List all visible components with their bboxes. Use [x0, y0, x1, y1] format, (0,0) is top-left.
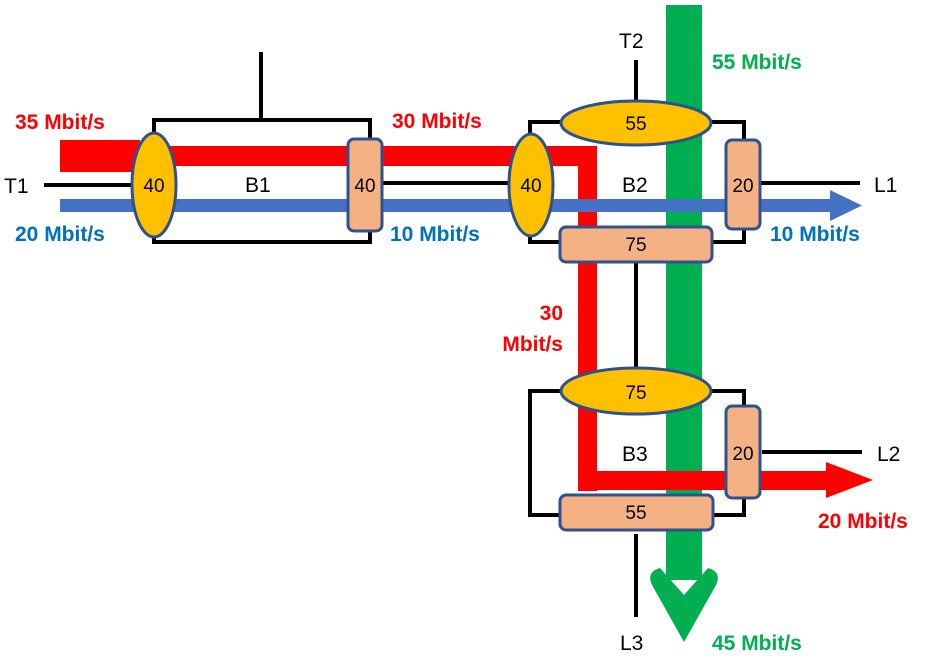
bridge-b2-label: B2 [622, 174, 648, 197]
node-b2-bottom[interactable] [558, 225, 714, 264]
flow-labels: 35 Mbit/s 30 Mbit/s 30 Mbit/s 20 Mbit/s … [15, 51, 908, 655]
node-b3-right-value: 20 [732, 444, 753, 465]
node-b3-top[interactable] [559, 366, 713, 416]
blue-out-rate: 10 Mbit/s [770, 223, 860, 246]
node-b3-right[interactable] [724, 404, 762, 500]
red-flow-inlet [60, 140, 140, 172]
red-down-rate-2: Mbit/s [502, 333, 563, 356]
node-b1-left-value: 40 [143, 176, 164, 197]
red-flow-down [578, 146, 597, 491]
red-mid-rate: 30 Mbit/s [392, 110, 482, 133]
node-b2-top-value: 55 [625, 114, 646, 135]
node-b3-top-value: 75 [625, 383, 646, 404]
wires [44, 52, 862, 617]
blue-flow-bar [60, 199, 835, 212]
node-b1-right[interactable] [346, 137, 384, 233]
terminal-t1: T1 [4, 175, 29, 198]
node-labels: 40 40 40 55 20 75 75 20 55 [143, 114, 753, 524]
node-b2-left[interactable] [507, 132, 555, 238]
red-down-rate-1: 30 [540, 302, 563, 325]
node-b2-bottom-value: 75 [625, 235, 646, 256]
terminal-t2: T2 [619, 30, 644, 53]
node-b3-bottom-value: 55 [625, 503, 646, 524]
green-flow-arrowhead [650, 568, 718, 642]
node-b1-left[interactable] [130, 131, 178, 239]
red-in-rate: 35 Mbit/s [15, 111, 105, 134]
blue-mid-rate: 10 Mbit/s [390, 223, 480, 246]
blue-in-rate: 20 Mbit/s [15, 223, 105, 246]
blue-flow [60, 190, 862, 221]
node-b2-right-value: 20 [732, 176, 753, 197]
terminal-l1: L1 [874, 174, 897, 197]
node-b1-right-value: 40 [354, 176, 375, 197]
node-b3-bottom[interactable] [558, 493, 715, 532]
nodes [130, 99, 762, 532]
bridge-b3-label: B3 [622, 443, 648, 466]
terminal-l2: L2 [877, 443, 900, 466]
green-out-rate: 45 Mbit/s [712, 632, 802, 655]
node-b2-top[interactable] [559, 99, 713, 147]
node-b2-right[interactable] [724, 138, 762, 231]
red-out-rate: 20 Mbit/s [818, 510, 908, 533]
red-flow-arrowhead [826, 462, 873, 498]
green-in-rate: 55 Mbit/s [712, 51, 802, 74]
bridge-b1-label: B1 [245, 174, 271, 197]
green-flow [650, 5, 718, 642]
terminal-l3: L3 [620, 632, 643, 655]
terminal-labels: T1 T2 L1 L2 L3 B1 B2 B3 [4, 30, 900, 655]
blue-flow-arrowhead [830, 190, 862, 221]
red-flow-b3 [578, 471, 828, 490]
node-b2-left-value: 40 [520, 176, 541, 197]
